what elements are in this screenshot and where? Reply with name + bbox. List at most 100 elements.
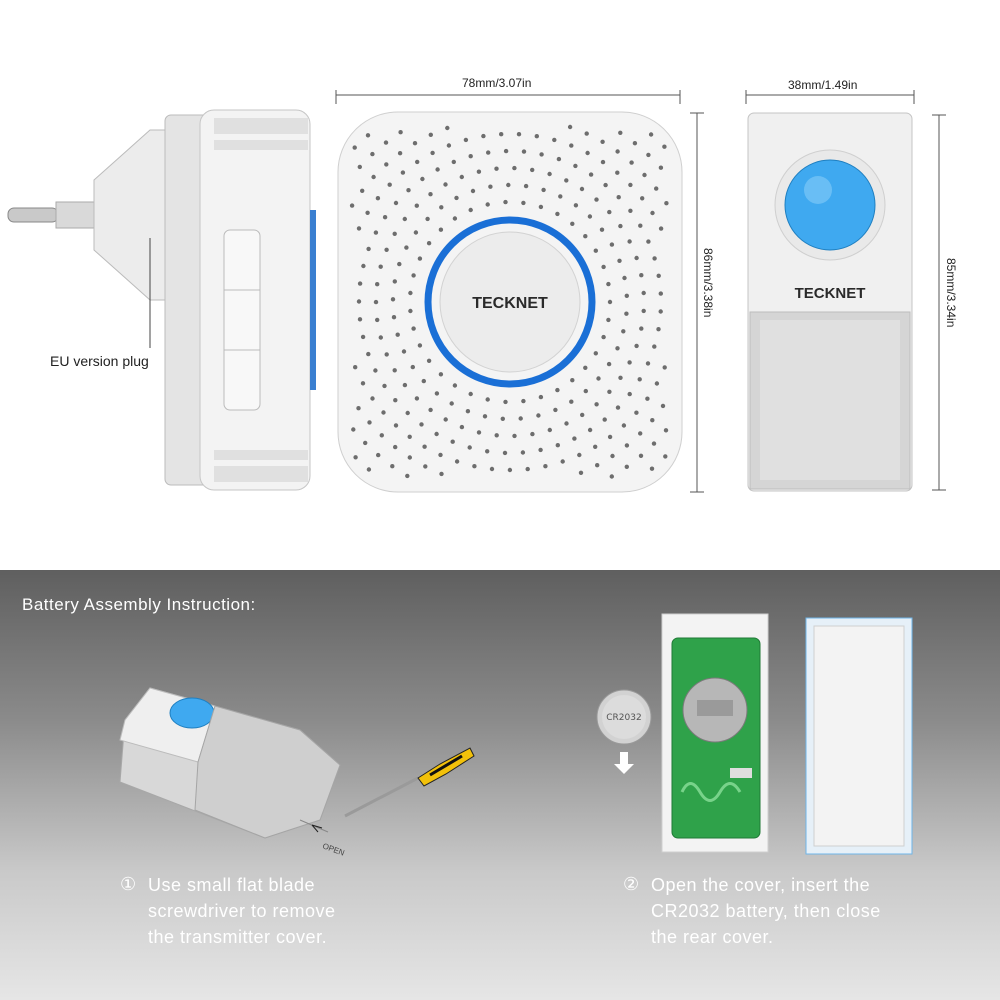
speaker-hole bbox=[468, 391, 473, 397]
step-1-line-1: Use small flat blade bbox=[148, 875, 316, 895]
speaker-hole bbox=[414, 203, 419, 208]
speaker-hole bbox=[352, 145, 357, 150]
speaker-hole bbox=[656, 327, 661, 332]
speaker-hole bbox=[507, 467, 513, 473]
speaker-hole bbox=[408, 290, 413, 296]
speaker-hole bbox=[555, 443, 560, 448]
speaker-hole bbox=[467, 445, 472, 450]
speaker-hole bbox=[378, 335, 383, 340]
speaker-hole bbox=[390, 297, 396, 302]
speaker-hole bbox=[629, 160, 634, 165]
speaker-hole bbox=[543, 464, 548, 469]
speaker-hole bbox=[646, 152, 651, 158]
speaker-hole bbox=[650, 418, 655, 423]
speaker-hole bbox=[601, 264, 606, 270]
speaker-hole bbox=[476, 169, 482, 174]
speaker-hole bbox=[426, 241, 432, 246]
speaker-hole bbox=[627, 391, 632, 397]
speaker-hole bbox=[607, 209, 612, 215]
speaker-hole bbox=[662, 365, 667, 370]
speaker-hole bbox=[422, 444, 427, 449]
speaker-hole bbox=[414, 396, 420, 401]
speaker-hole bbox=[402, 216, 407, 222]
speaker-hole bbox=[494, 433, 499, 438]
speaker-hole bbox=[393, 200, 399, 206]
speaker-hole bbox=[645, 396, 650, 401]
plug-side-view bbox=[7, 109, 316, 491]
step-1-number: ① bbox=[120, 874, 137, 894]
product-dimensions-panel: TECKNET TECKNET 78mm/3.07in 86mm/3.38in … bbox=[7, 76, 958, 493]
speaker-hole bbox=[425, 216, 430, 222]
speaker-hole bbox=[370, 396, 375, 401]
speaker-hole bbox=[452, 383, 458, 388]
speaker-hole bbox=[567, 124, 573, 130]
speaker-hole bbox=[555, 211, 560, 217]
speaker-hole bbox=[486, 150, 491, 155]
speaker-hole bbox=[649, 466, 655, 471]
step-2-line-2: CR2032 battery, then close bbox=[651, 901, 881, 921]
open-arrow-label: OPEN bbox=[321, 841, 346, 857]
speaker-hole bbox=[660, 403, 666, 409]
speaker-hole bbox=[587, 427, 593, 433]
speaker-hole bbox=[615, 170, 620, 175]
speaker-hole bbox=[485, 397, 490, 402]
speaker-hole bbox=[593, 351, 598, 356]
speaker-hole bbox=[634, 410, 639, 415]
speaker-hole bbox=[476, 430, 482, 435]
speaker-hole bbox=[446, 143, 452, 148]
speaker-hole bbox=[434, 431, 439, 437]
speaker-hole bbox=[468, 207, 473, 213]
speaker-hole bbox=[407, 455, 412, 460]
transmitter-front-view: TECKNET bbox=[745, 90, 946, 492]
speaker-hole bbox=[443, 182, 448, 187]
speaker-hole bbox=[390, 464, 395, 469]
speaker-hole bbox=[379, 433, 384, 438]
speaker-hole bbox=[654, 381, 660, 386]
speaker-hole bbox=[518, 416, 523, 421]
speaker-hole bbox=[435, 167, 440, 172]
speaker-hole bbox=[488, 184, 493, 189]
speaker-hole bbox=[428, 192, 433, 197]
speaker-hole bbox=[454, 195, 459, 201]
speaker-hole bbox=[452, 216, 458, 221]
speaker-hole bbox=[663, 454, 668, 459]
speaker-hole bbox=[366, 467, 372, 472]
open-transmitter-pcb bbox=[661, 613, 769, 853]
speaker-hole bbox=[356, 226, 362, 231]
speaker-hole bbox=[357, 164, 362, 170]
speaker-hole bbox=[583, 388, 588, 394]
speaker-hole bbox=[539, 152, 544, 157]
speaker-hole bbox=[606, 281, 611, 287]
speaker-hole bbox=[357, 281, 363, 286]
speaker-hole bbox=[384, 162, 389, 167]
speaker-hole bbox=[663, 428, 669, 433]
speaker-hole bbox=[512, 165, 517, 171]
speaker-hole bbox=[583, 365, 588, 370]
speaker-hole bbox=[512, 433, 517, 439]
speaker-hole bbox=[520, 450, 526, 455]
speaker-hole bbox=[599, 227, 605, 232]
speaker-hole bbox=[406, 188, 411, 193]
speaker-hole bbox=[370, 151, 375, 157]
speaker-hole bbox=[602, 417, 607, 422]
section-title: Battery Assembly Instruction: bbox=[22, 595, 256, 614]
speaker-hole bbox=[658, 291, 663, 296]
speaker-hole bbox=[420, 176, 425, 182]
speaker-hole bbox=[516, 132, 522, 137]
speaker-hole bbox=[587, 214, 593, 219]
speaker-hole bbox=[393, 444, 398, 450]
step-2-line-1: Open the cover, insert the bbox=[651, 875, 871, 895]
speaker-hole bbox=[349, 203, 355, 208]
transmitter-brand-logo: TECKNET bbox=[795, 285, 866, 302]
speaker-hole bbox=[417, 343, 423, 348]
speaker-hole bbox=[525, 466, 530, 472]
speaker-hole bbox=[356, 406, 361, 411]
speaker-hole bbox=[411, 326, 416, 331]
speaker-hole bbox=[609, 242, 615, 247]
speaker-hole bbox=[556, 156, 562, 162]
step-1-line-2: screwdriver to remove bbox=[148, 901, 336, 921]
speaker-hole bbox=[371, 174, 376, 180]
speaker-hole bbox=[558, 194, 563, 199]
speaker-hole bbox=[392, 368, 397, 373]
speaker-hole bbox=[638, 223, 643, 228]
